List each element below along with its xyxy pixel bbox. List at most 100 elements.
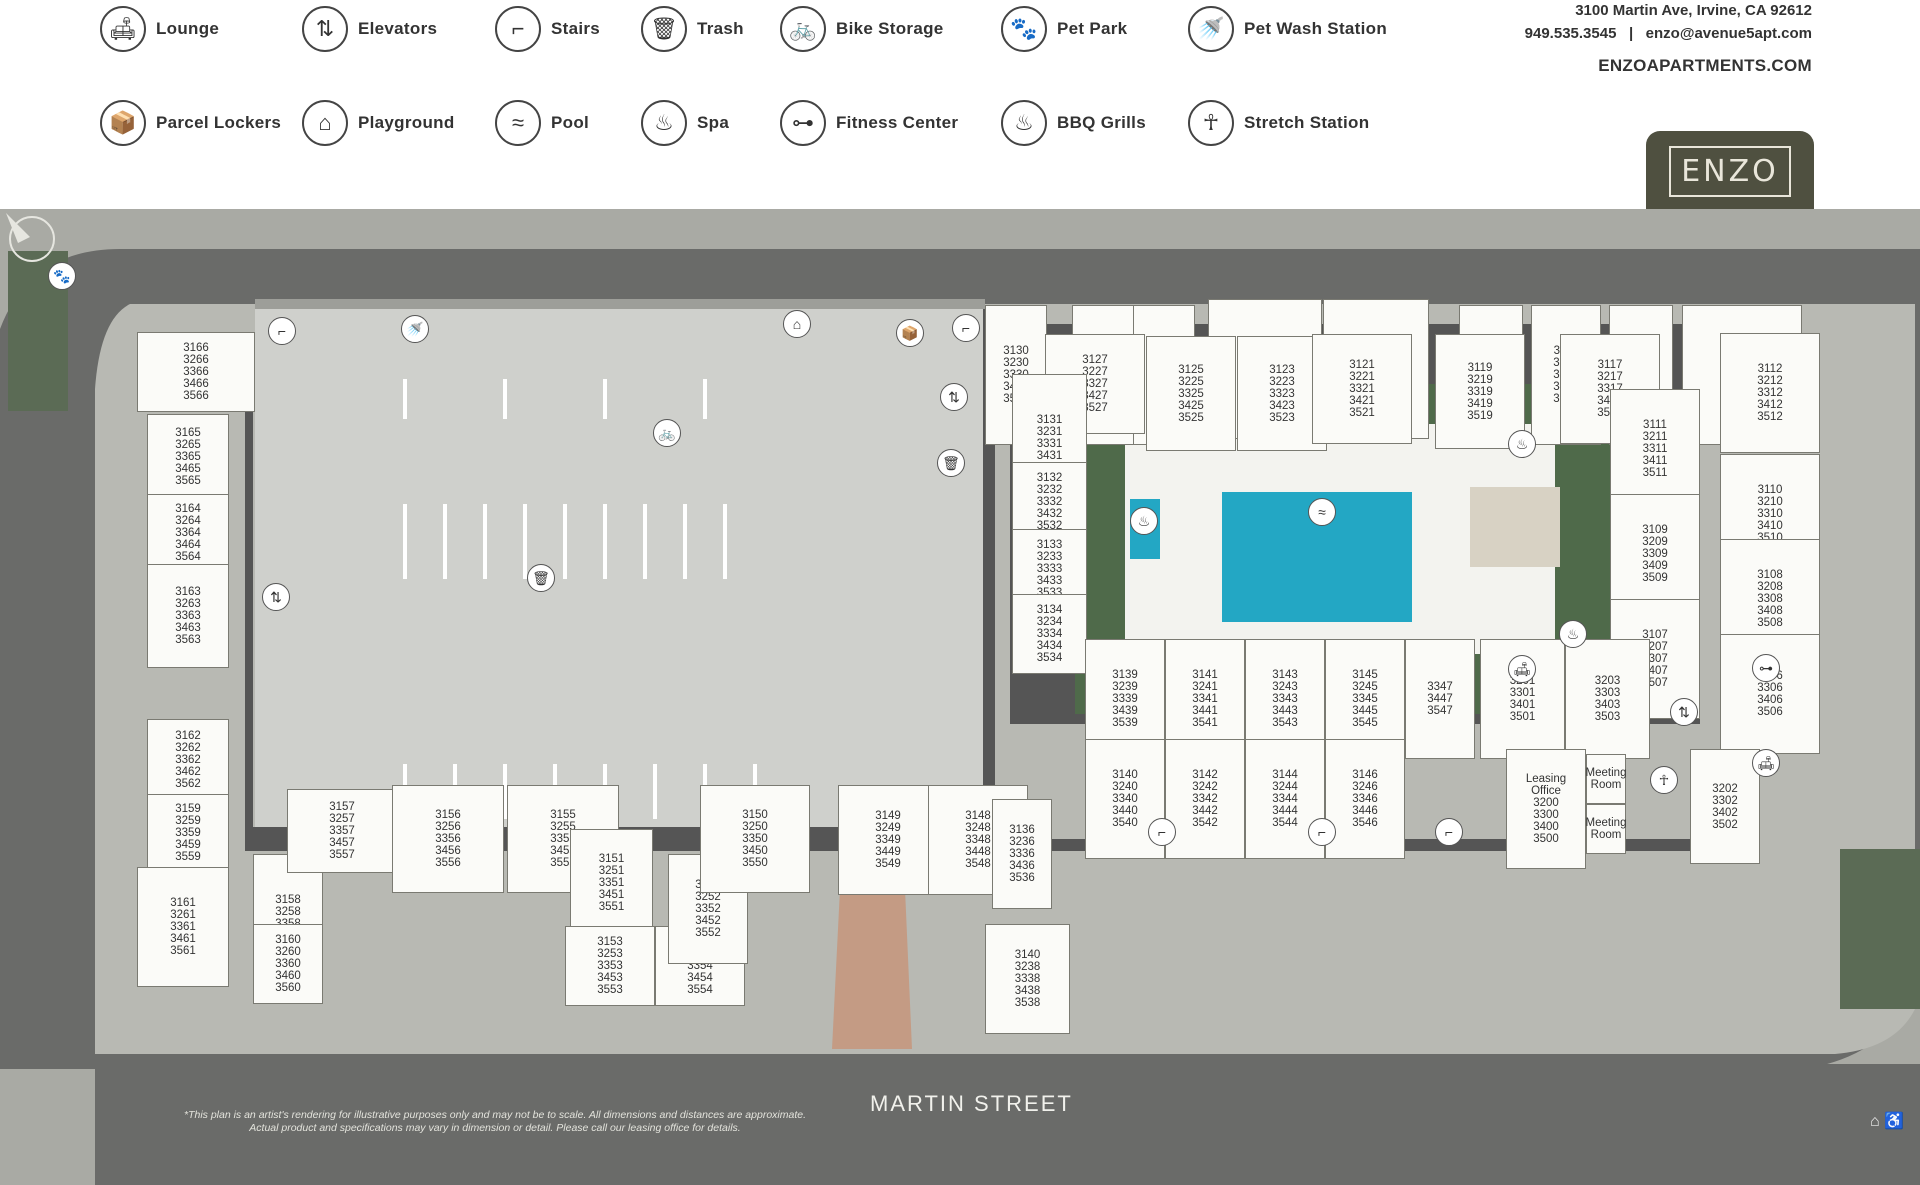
paw-icon: 🐾 [1001,6,1047,52]
elevator-icon[interactable]: ⇅ [940,383,968,411]
website-link[interactable]: ENZOAPARTMENTS.COM [1598,56,1812,75]
enzo-logo-text: ENZO [1669,145,1791,197]
pool-icon: ≈ [495,100,541,146]
parcel-lockers-icon[interactable]: 📦 [896,319,924,347]
elevator-icon: ⇅ [302,6,348,52]
elevator-icon[interactable]: ⇅ [262,583,290,611]
unit-3142[interactable]: 3142 3242 3342 3442 3542 [1165,739,1245,859]
trash-icon[interactable]: 🗑 [937,449,965,477]
unit-3203[interactable]: 3203 3303 3403 3503 [1565,639,1650,759]
compass-icon [6,213,55,262]
unit-3157[interactable]: 3157 3257 3357 3457 3557 [287,789,397,873]
stairs-icon[interactable]: ⌐ [952,314,980,342]
grill-icon[interactable]: ♨ [1559,620,1587,648]
unit-3164[interactable]: 3164 3264 3364 3464 3564 [147,494,229,572]
unit-3136[interactable]: 3136 3236 3336 3436 3536 [992,799,1052,909]
legend-item-playground[interactable]: ⌂Playground [302,100,455,146]
legend-item-parcel-lockers[interactable]: 📦 Parcel Lockers [100,100,281,146]
unit-3347[interactable]: 3347 3447 3547 [1405,639,1475,759]
legend-item-spa[interactable]: ♨ Spa [641,100,729,146]
legend-item-pet-park[interactable]: 🐾 Pet Park [1001,6,1127,52]
unit-3109[interactable]: 3109 3209 3309 3409 3509 [1610,494,1700,614]
disclaimer-line-2: Actual product and specifications may va… [249,1122,741,1134]
leasing[interactable]: Leasing Office 3200 3300 3400 3500 [1506,749,1586,869]
legend-label: Parcel Lockers [156,113,282,132]
lounge-icon[interactable]: 🛋 [1508,655,1536,683]
legend-item-stairs[interactable]: ⌐Stairs [495,6,600,52]
unit-3121[interactable]: 3121 3221 3321 3421 3521 [1312,334,1412,444]
spa-icon: ♨ [641,100,687,146]
stairs-icon[interactable]: ⌐ [1308,818,1336,846]
unit-3127[interactable]: 3127 3227 3327 3427 3527 [1045,334,1145,434]
unit-3153[interactable]: 3153 3253 3353 3453 3553 [565,926,655,1006]
elevator-icon[interactable]: ⇅ [1670,698,1698,726]
meeting[interactable]: Meeting Room [1586,754,1626,804]
contact-separator: | [1628,25,1634,42]
unit-3165[interactable]: 3165 3265 3365 3465 3565 [147,414,229,500]
legend-label: Stretch Station [1244,113,1370,132]
legend-item-elevators[interactable]: ⇅Elevators [302,6,437,52]
legend-item-bike-storage[interactable]: 🚲 Bike Storage [780,6,944,52]
legend-label: Bike Storage [836,19,944,38]
legend-label: BBQ Grills [1057,113,1146,132]
unit-3161[interactable]: 3161 3261 3361 3461 3561 [137,867,229,987]
pet-park-icon[interactable]: 🐾 [48,262,76,290]
bike-storage-icon[interactable]: 🚲 [653,419,681,447]
unit-3125[interactable]: 3125 3225 3325 3425 3525 [1146,336,1236,451]
disclaimer-line-1: *This plan is an artist's rendering for … [183,1109,807,1121]
meeting[interactable]: Meeting Room [1586,804,1626,854]
unit-3112[interactable]: 3112 3212 3312 3412 3512 [1720,333,1820,453]
unit-3150[interactable]: 3150 3250 3350 3450 3550 [700,785,810,893]
unit-3206[interactable]: 3206 3306 3406 3506 [1720,634,1820,754]
unit-3159[interactable]: 3159 3259 3359 3459 3559 [147,794,229,872]
legend-item-bbq-grills[interactable]: ♨ BBQ Grills [1001,100,1146,146]
trash-icon[interactable]: 🗑 [527,564,555,592]
stretch-station-icon[interactable]: ☥ [1650,766,1678,794]
grill-icon[interactable]: ♨ [1508,430,1536,458]
playground-icon[interactable]: ⌂ [783,310,811,338]
pet-wash-icon[interactable]: 🚿 [401,315,429,343]
trash-icon: 🗑 [641,6,687,52]
grill-icon: ♨ [1001,100,1047,146]
unit-3202[interactable]: 3202 3302 3402 3502 [1690,749,1760,864]
legend-label: Spa [697,113,730,132]
spa-icon[interactable]: ♨ [1130,507,1158,535]
contact-info: 3100 Martin Ave, Irvine, CA 92612 949.53… [1525,2,1812,76]
legend-label: Pet Wash Station [1244,19,1388,38]
stairs-icon[interactable]: ⌐ [268,317,296,345]
unit-3146[interactable]: 3146 3246 3346 3446 3546 [1325,739,1405,859]
unit-3140[interactable]: 3140 3238 3338 3438 3538 [985,924,1070,1034]
legend-label: Fitness Center [836,113,959,132]
legend-item-pet-wash-station[interactable]: 🚿 Pet Wash Station [1188,6,1387,52]
unit-3132[interactable]: 3132 3232 3332 3432 3532 [1012,462,1087,542]
disclaimer: *This plan is an artist's rendering for … [135,1109,855,1135]
legend-item-fitness-center[interactable]: ⊶Fitness Center [780,100,958,146]
pool-icon[interactable]: ≈ [1308,498,1336,526]
legend-item-lounge[interactable]: 🛋Lounge [100,6,219,52]
unit-3134[interactable]: 3134 3234 3334 3434 3534 [1012,594,1087,674]
bike-icon: 🚲 [780,6,826,52]
legend-item-trash[interactable]: 🗑Trash [641,6,744,52]
unit-3166[interactable]: 3166 3266 3366 3466 3566 [137,332,255,412]
stairs-icon[interactable]: ⌐ [1435,818,1463,846]
unit-3111[interactable]: 3111 3211 3311 3411 3511 [1610,389,1700,509]
fitness-icon[interactable]: ⊶ [1752,654,1780,682]
unit-3162[interactable]: 3162 3262 3362 3462 3562 [147,719,229,801]
phone-link[interactable]: 949.535.3545 [1524,25,1617,42]
stairs-icon[interactable]: ⌐ [1148,818,1176,846]
unit-3163[interactable]: 3163 3263 3363 3463 3563 [147,564,229,668]
legend-label: Pet Park [1057,19,1128,38]
parcel-icon: 📦 [100,100,146,146]
lounge-icon[interactable]: 🛋 [1752,749,1780,777]
unit-3156[interactable]: 3156 3256 3356 3456 3556 [392,785,504,893]
unit-3160[interactable]: 3160 3260 3360 3460 3560 [253,924,323,1004]
legend-item-stretch-station[interactable]: ☥ Stretch Station [1188,100,1369,146]
unit-3119[interactable]: 3119 3219 3319 3419 3519 [1435,334,1525,449]
email-link[interactable]: enzo@avenue5apt.com [1645,25,1812,42]
unit-3151[interactable]: 3151 3251 3351 3451 3551 [570,829,653,937]
legend-item-pool[interactable]: ≈Pool [495,100,589,146]
unit-3149[interactable]: 3149 3249 3349 3449 3549 [838,785,938,895]
pet-wash-icon: 🚿 [1188,6,1234,52]
stretch-icon: ☥ [1188,100,1234,146]
unit-3144[interactable]: 3144 3244 3344 3444 3544 [1245,739,1325,859]
